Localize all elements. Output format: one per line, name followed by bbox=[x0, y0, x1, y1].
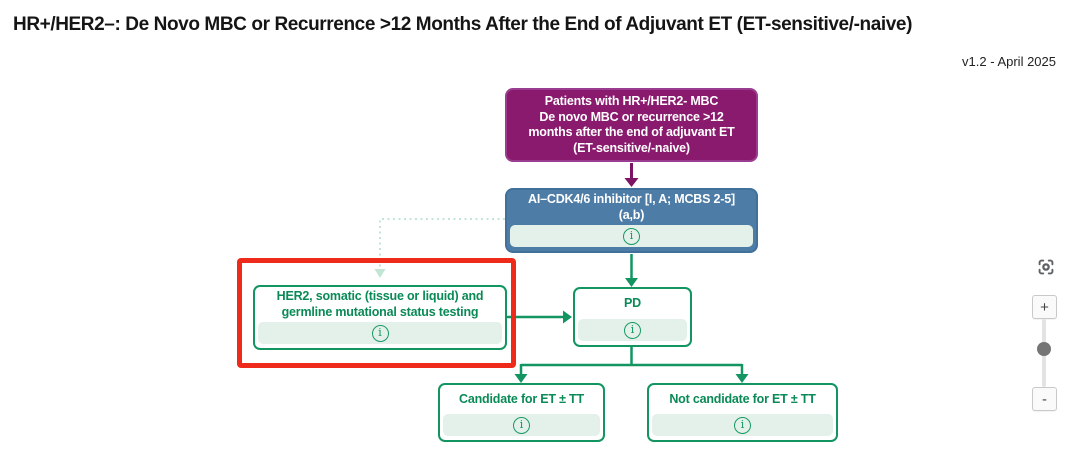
arrow-treatment-to-pd bbox=[625, 254, 638, 287]
branch-pd-to-candidates bbox=[514, 347, 749, 383]
page-title: HR+/HER2–: De Novo MBC or Recurrence >12… bbox=[13, 14, 913, 35]
zoom-slider-handle[interactable] bbox=[1037, 342, 1051, 356]
node-patients[interactable]: Patients with HR+/HER2- MBC De novo MBC … bbox=[505, 88, 758, 162]
version-label: v1.2 - April 2025 bbox=[962, 54, 1056, 69]
info-button-treatment[interactable]: i bbox=[510, 225, 753, 247]
info-button-pd[interactable]: i bbox=[578, 319, 687, 341]
dotted-arrow-treatment-to-testing bbox=[374, 218, 505, 278]
node-mutational-status-testing-label: HER2, somatic (tissue or liquid) and ger… bbox=[276, 289, 484, 319]
info-button-not-candidate[interactable]: i bbox=[652, 414, 833, 436]
fit-view-button[interactable] bbox=[1035, 256, 1057, 278]
info-icon: i bbox=[734, 416, 751, 434]
node-patients-label: Patients with HR+/HER2- MBC De novo MBC … bbox=[528, 94, 735, 155]
node-mutational-status-testing[interactable]: HER2, somatic (tissue or liquid) and ger… bbox=[253, 285, 507, 350]
node-ai-cdk46-inhibitor-label: AI–CDK4/6 inhibitor [I, A; MCBS 2-5] (a,… bbox=[528, 192, 735, 222]
arrow-testing-to-pd bbox=[507, 310, 572, 324]
node-ai-cdk46-inhibitor[interactable]: AI–CDK4/6 inhibitor [I, A; MCBS 2-5] (a,… bbox=[505, 188, 758, 253]
node-pd-label: PD bbox=[624, 296, 641, 311]
zoom-out-button[interactable]: - bbox=[1032, 387, 1057, 411]
node-candidate-et-tt[interactable]: Candidate for ET ± TT i bbox=[438, 383, 605, 442]
info-button-testing[interactable]: i bbox=[258, 322, 502, 344]
node-pd[interactable]: PD i bbox=[573, 287, 692, 347]
info-icon: i bbox=[623, 227, 640, 245]
info-icon: i bbox=[624, 321, 641, 339]
info-icon: i bbox=[371, 324, 389, 342]
info-icon: i bbox=[513, 416, 530, 434]
node-not-candidate-et-tt[interactable]: Not candidate for ET ± TT i bbox=[647, 383, 838, 442]
node-not-candidate-et-tt-label: Not candidate for ET ± TT bbox=[669, 391, 816, 406]
fit-view-icon bbox=[1038, 259, 1054, 275]
node-candidate-et-tt-label: Candidate for ET ± TT bbox=[459, 391, 584, 406]
info-button-candidate[interactable]: i bbox=[443, 414, 600, 436]
zoom-in-button[interactable]: + bbox=[1032, 295, 1057, 319]
arrow-patients-to-treatment bbox=[624, 163, 639, 187]
